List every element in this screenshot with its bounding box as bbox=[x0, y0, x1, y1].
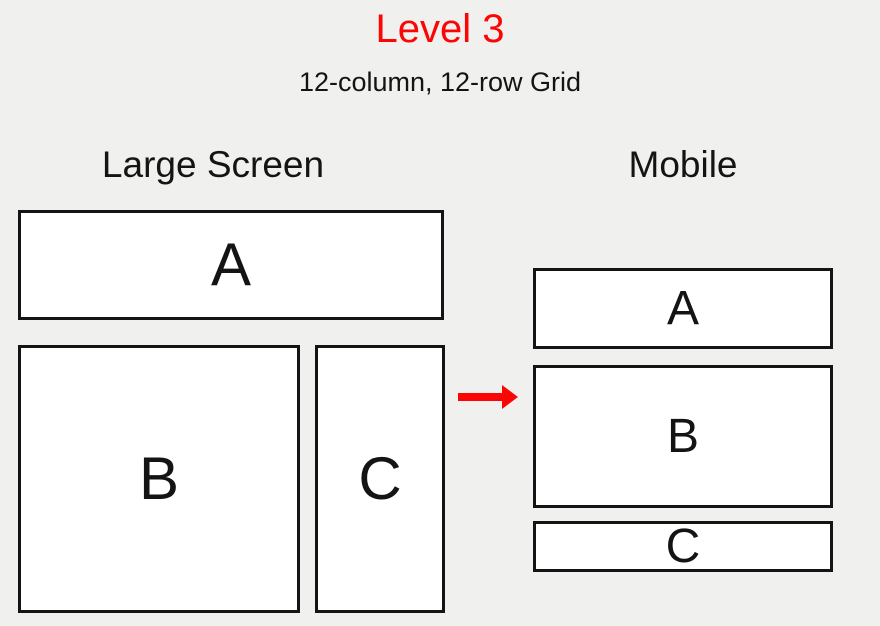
page-subtitle: 12-column, 12-row Grid bbox=[298, 67, 582, 97]
mobile-heading: Mobile bbox=[628, 144, 738, 185]
large-screen-box-b: B bbox=[18, 345, 300, 613]
large-screen-heading: Large Screen bbox=[101, 144, 325, 185]
large-screen-box-a: A bbox=[18, 210, 444, 320]
mobile-box-c: C bbox=[533, 521, 833, 572]
mobile-box-b: B bbox=[533, 365, 833, 508]
mobile-box-b-label: B bbox=[666, 409, 699, 463]
page-title: Level 3 bbox=[375, 7, 505, 51]
large-screen-box-c-label: C bbox=[358, 445, 402, 512]
arrow-right-icon bbox=[458, 385, 518, 409]
mobile-box-c-label: C bbox=[665, 519, 701, 573]
large-screen-box-b-label: B bbox=[138, 445, 180, 512]
mobile-box-a-label: A bbox=[666, 281, 699, 335]
mobile-box-a: A bbox=[533, 268, 833, 349]
large-screen-box-a-label: A bbox=[210, 231, 252, 298]
large-screen-box-c: C bbox=[315, 345, 445, 613]
